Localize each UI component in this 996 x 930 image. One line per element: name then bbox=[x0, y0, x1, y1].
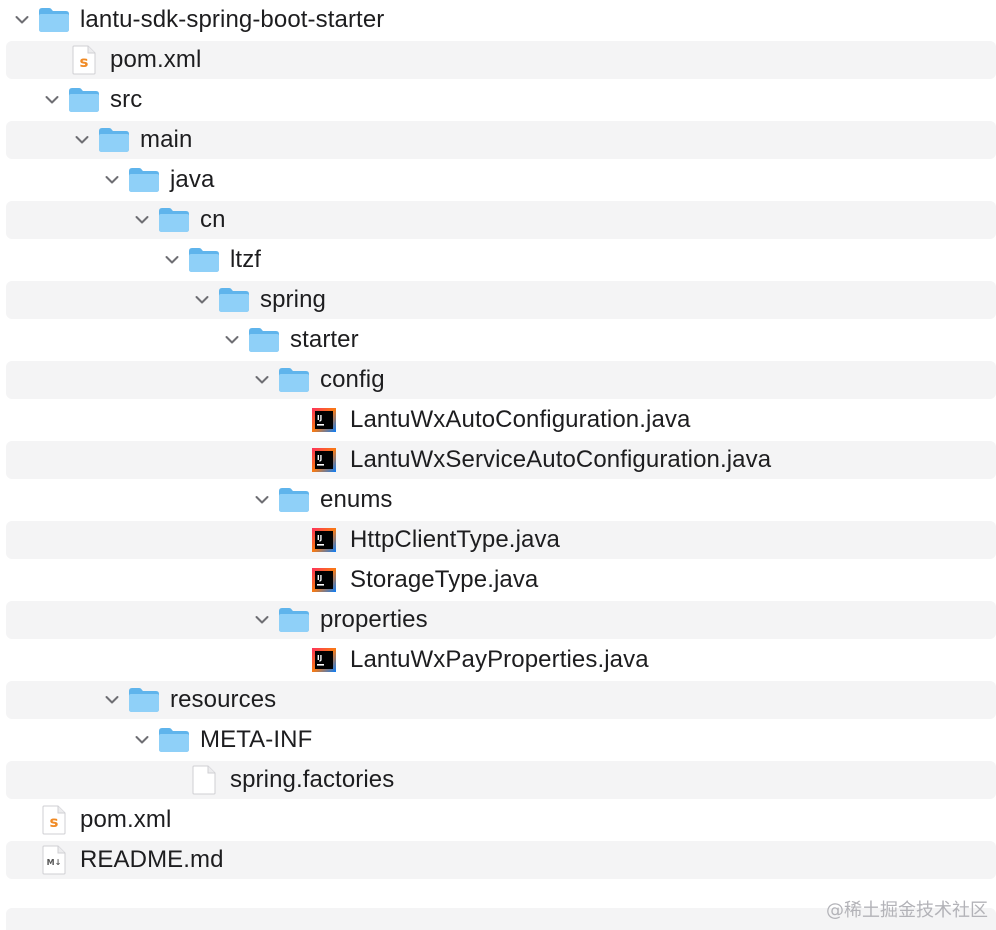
svg-text:s: s bbox=[50, 813, 59, 831]
folder-row[interactable]: src bbox=[0, 80, 996, 120]
item-label: META-INF bbox=[200, 726, 313, 753]
intellij-java-file-icon: IJ bbox=[308, 445, 340, 475]
file-tree: lantu-sdk-spring-boot-starter s pom.xml src… bbox=[0, 0, 996, 880]
folder-icon bbox=[188, 245, 220, 275]
svg-text:IJ: IJ bbox=[317, 414, 322, 422]
svg-text:s: s bbox=[80, 53, 89, 71]
folder-row[interactable]: cn bbox=[0, 200, 996, 240]
folder-row[interactable]: java bbox=[0, 160, 996, 200]
folder-row[interactable]: resources bbox=[0, 680, 996, 720]
item-label: spring.factories bbox=[230, 766, 395, 793]
chevron-down-icon[interactable] bbox=[192, 290, 212, 310]
item-label: README.md bbox=[80, 846, 224, 873]
item-label: StorageType.java bbox=[350, 566, 539, 593]
item-label: properties bbox=[320, 606, 428, 633]
folder-icon bbox=[278, 485, 310, 515]
folder-icon bbox=[278, 605, 310, 635]
item-label: enums bbox=[320, 486, 393, 513]
maven-xml-file-icon: s bbox=[68, 45, 100, 75]
item-label: resources bbox=[170, 686, 277, 713]
file-row[interactable]: IJ LantuWxPayProperties.java bbox=[0, 640, 996, 680]
item-label: pom.xml bbox=[80, 806, 172, 833]
item-label: cn bbox=[200, 206, 226, 233]
item-label: spring bbox=[260, 286, 326, 313]
folder-icon bbox=[68, 85, 100, 115]
folder-row[interactable]: ltzf bbox=[0, 240, 996, 280]
svg-text:M↓: M↓ bbox=[47, 858, 62, 867]
watermark: @稀土掘金技术社区 bbox=[826, 900, 988, 921]
item-label: LantuWxServiceAutoConfiguration.java bbox=[350, 446, 772, 473]
folder-icon bbox=[38, 5, 70, 35]
folder-row[interactable]: spring bbox=[0, 280, 996, 320]
folder-icon bbox=[128, 685, 160, 715]
file-row[interactable]: s pom.xml bbox=[0, 800, 996, 840]
folder-row[interactable]: enums bbox=[0, 480, 996, 520]
file-row[interactable]: IJ StorageType.java bbox=[0, 560, 996, 600]
chevron-down-icon[interactable] bbox=[252, 490, 272, 510]
item-label: HttpClientType.java bbox=[350, 526, 561, 553]
item-label: main bbox=[140, 126, 193, 153]
item-label: starter bbox=[290, 326, 359, 353]
item-label: src bbox=[110, 86, 143, 113]
folder-row[interactable]: config bbox=[0, 360, 996, 400]
file-row[interactable]: spring.factories bbox=[0, 760, 996, 800]
svg-text:IJ: IJ bbox=[317, 574, 322, 582]
folder-row[interactable]: properties bbox=[0, 600, 996, 640]
item-label: pom.xml bbox=[110, 46, 202, 73]
folder-icon bbox=[158, 205, 190, 235]
folder-icon bbox=[98, 125, 130, 155]
chevron-down-icon[interactable] bbox=[222, 330, 242, 350]
folder-icon bbox=[278, 365, 310, 395]
chevron-down-icon[interactable] bbox=[72, 130, 92, 150]
item-label: config bbox=[320, 366, 385, 393]
chevron-down-icon[interactable] bbox=[252, 370, 272, 390]
chevron-down-icon[interactable] bbox=[102, 690, 122, 710]
file-row[interactable]: s pom.xml bbox=[0, 40, 996, 80]
markdown-file-icon: M↓ bbox=[38, 845, 70, 875]
intellij-java-file-icon: IJ bbox=[308, 405, 340, 435]
folder-icon bbox=[248, 325, 280, 355]
chevron-down-icon[interactable] bbox=[132, 210, 152, 230]
chevron-down-icon[interactable] bbox=[132, 730, 152, 750]
file-row[interactable]: M↓ README.md bbox=[0, 840, 996, 880]
blank-document-icon bbox=[188, 765, 220, 795]
folder-icon bbox=[158, 725, 190, 755]
svg-text:IJ: IJ bbox=[317, 534, 322, 542]
item-label: ltzf bbox=[230, 246, 262, 273]
chevron-down-icon[interactable] bbox=[252, 610, 272, 630]
folder-row[interactable]: starter bbox=[0, 320, 996, 360]
maven-xml-file-icon: s bbox=[38, 805, 70, 835]
folder-row[interactable]: main bbox=[0, 120, 996, 160]
item-label: java bbox=[170, 166, 215, 193]
folder-icon bbox=[218, 285, 250, 315]
svg-text:IJ: IJ bbox=[317, 654, 322, 662]
chevron-down-icon[interactable] bbox=[162, 250, 182, 270]
folder-row[interactable]: lantu-sdk-spring-boot-starter bbox=[0, 0, 996, 40]
folder-icon bbox=[128, 165, 160, 195]
item-label: lantu-sdk-spring-boot-starter bbox=[80, 6, 385, 33]
intellij-java-file-icon: IJ bbox=[308, 525, 340, 555]
folder-row[interactable]: META-INF bbox=[0, 720, 996, 760]
file-row[interactable]: IJ HttpClientType.java bbox=[0, 520, 996, 560]
item-label: LantuWxPayProperties.java bbox=[350, 646, 649, 673]
intellij-java-file-icon: IJ bbox=[308, 645, 340, 675]
chevron-down-icon[interactable] bbox=[102, 170, 122, 190]
chevron-down-icon[interactable] bbox=[42, 90, 62, 110]
intellij-java-file-icon: IJ bbox=[308, 565, 340, 595]
svg-text:IJ: IJ bbox=[317, 454, 322, 462]
file-row[interactable]: IJ LantuWxServiceAutoConfiguration.java bbox=[0, 440, 996, 480]
item-label: LantuWxAutoConfiguration.java bbox=[350, 406, 691, 433]
chevron-down-icon[interactable] bbox=[12, 10, 32, 30]
file-row[interactable]: IJ LantuWxAutoConfiguration.java bbox=[0, 400, 996, 440]
